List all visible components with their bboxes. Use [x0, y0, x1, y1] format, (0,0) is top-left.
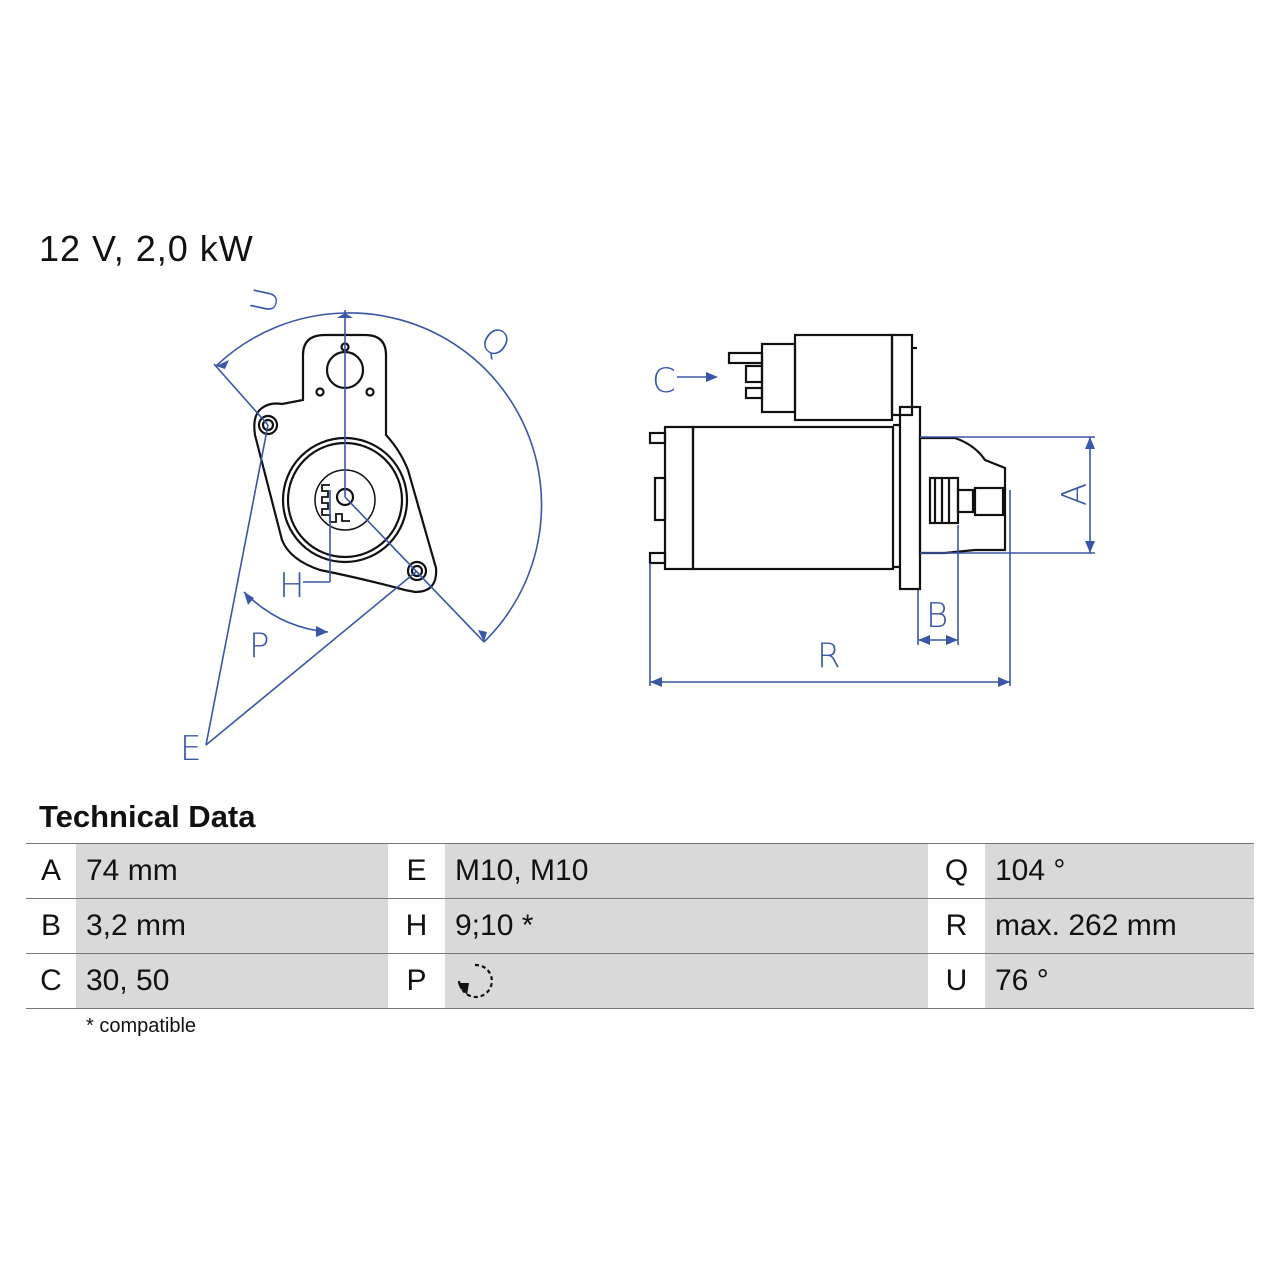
- param-value-rotation: [445, 953, 928, 1009]
- param-value: 74 mm: [76, 843, 388, 899]
- dimension-label-q: Q: [473, 319, 518, 367]
- dimension-label-p: P: [249, 626, 270, 666]
- table-row: C 30, 50 P U 76 °: [26, 953, 1254, 1009]
- table-row: A 74 mm E M10, M10 Q 104 °: [26, 843, 1254, 899]
- param-key: R: [928, 898, 985, 954]
- param-key: B: [26, 898, 76, 954]
- pinion-teeth: [321, 484, 350, 523]
- dimension-label-a: A: [1055, 483, 1095, 506]
- bolt-hole-top: [257, 414, 279, 436]
- param-key: A: [26, 843, 76, 899]
- technical-data-table: A 74 mm E M10, M10 Q 104 ° B 3,2 mm H 9;…: [26, 843, 1254, 1009]
- drive-end-nose: [918, 436, 1007, 555]
- front-dimensions: [205, 310, 543, 746]
- param-key: P: [388, 953, 445, 1009]
- dimension-label-u: U: [243, 284, 287, 317]
- param-value: 30, 50: [76, 953, 388, 1009]
- mounting-plate: [898, 405, 922, 591]
- spec-title: 12 V, 2,0 kW: [39, 228, 254, 269]
- clockwise-rotation-icon: [457, 963, 493, 999]
- bolt-hole-bottom: [406, 560, 428, 582]
- dimension-label-b: B: [926, 596, 948, 636]
- param-value: 76 °: [985, 953, 1254, 1009]
- side-dimensions: [649, 376, 1095, 686]
- param-key: H: [388, 898, 445, 954]
- motor-body: [691, 425, 895, 571]
- param-value: 104 °: [985, 843, 1254, 899]
- param-key: U: [928, 953, 985, 1009]
- param-value: 9;10 *: [445, 898, 928, 954]
- param-value: 3,2 mm: [76, 898, 388, 954]
- param-value: max. 262 mm: [985, 898, 1254, 954]
- technical-data-heading: Technical Data: [39, 799, 256, 834]
- param-value: M10, M10: [445, 843, 928, 899]
- param-key: E: [388, 843, 445, 899]
- dimension-label-c: C: [652, 361, 676, 401]
- param-key: C: [26, 953, 76, 1009]
- footnote: * compatible: [86, 1015, 197, 1037]
- side-view: [648, 333, 1007, 591]
- mounting-flange: [253, 333, 438, 594]
- param-key: Q: [928, 843, 985, 899]
- dimension-label-h: H: [279, 566, 305, 606]
- solenoid-body: [793, 333, 894, 422]
- table-row: B 3,2 mm H 9;10 * R max. 262 mm: [26, 898, 1254, 954]
- dimension-label-e: E: [180, 729, 201, 769]
- dimension-label-r: R: [817, 636, 841, 676]
- dimension-arc-q: [344, 312, 543, 643]
